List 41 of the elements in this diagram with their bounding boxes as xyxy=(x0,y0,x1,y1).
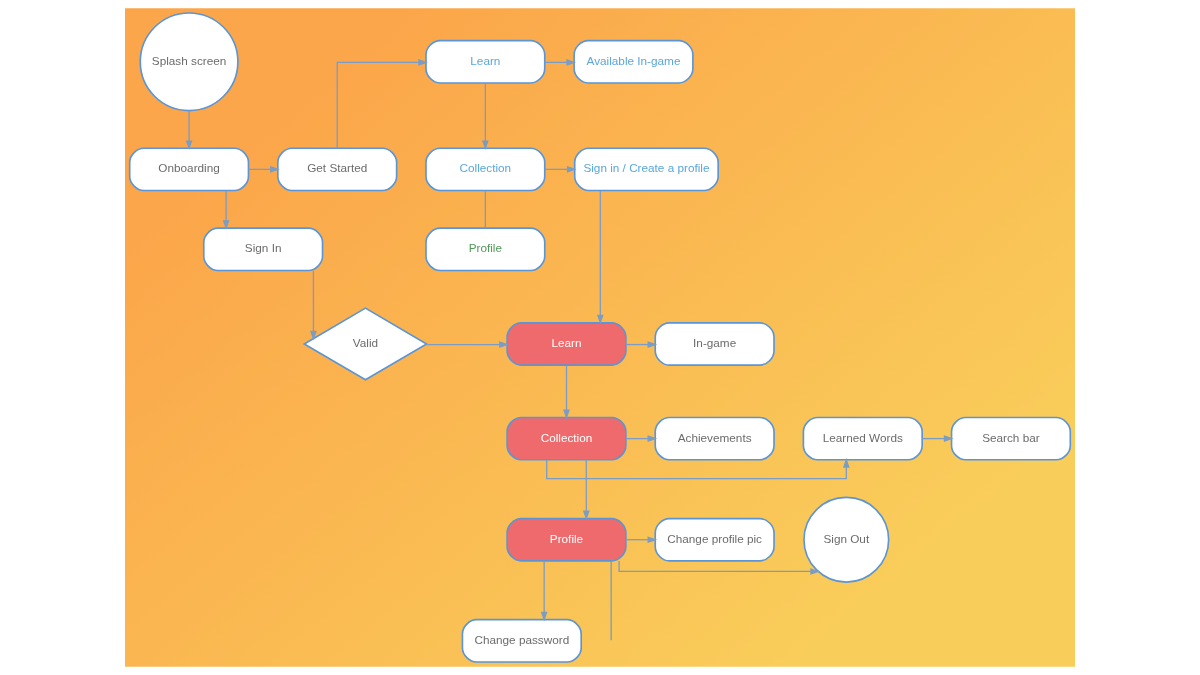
arrow xyxy=(425,341,509,348)
arrow xyxy=(540,560,548,622)
node-box: Get Started xyxy=(277,147,398,192)
arrow xyxy=(596,190,604,325)
node-box: Profile xyxy=(506,517,627,562)
arrow xyxy=(546,458,850,480)
arrow xyxy=(582,459,590,521)
node-box: Sign In xyxy=(202,227,324,272)
node-box: Sign in / Create a profile xyxy=(573,147,719,192)
node-box: Onboarding xyxy=(128,147,250,192)
arrow xyxy=(222,190,230,230)
node-box: Learn xyxy=(425,39,546,84)
arrow xyxy=(625,341,658,348)
arrow xyxy=(625,536,658,544)
arrow xyxy=(247,166,280,173)
node-box: Change profile pic xyxy=(654,517,775,562)
node-diamond: Valid xyxy=(302,307,429,381)
arrow xyxy=(482,82,489,151)
arrow xyxy=(544,166,577,173)
node-box: In-game xyxy=(654,321,775,366)
node-box: Learn xyxy=(506,321,627,366)
arrow xyxy=(310,270,317,341)
node-box: Collection xyxy=(425,147,546,192)
arrow xyxy=(921,435,954,442)
arrow xyxy=(625,435,658,442)
connector xyxy=(484,190,486,229)
arrow xyxy=(336,59,428,149)
node-box: Search bar xyxy=(950,416,1072,461)
node-box: Available In-game xyxy=(573,39,694,84)
connector xyxy=(610,560,612,641)
arrow xyxy=(544,59,577,66)
node-box: Change password xyxy=(461,618,582,663)
arrow xyxy=(618,560,820,575)
arrow xyxy=(185,110,193,151)
node-circle: Sign Out xyxy=(803,496,890,583)
node-box: Achievements xyxy=(654,416,775,461)
arrow xyxy=(563,364,570,420)
node-box: Collection xyxy=(506,416,627,461)
node-box: Profile xyxy=(425,227,546,272)
node-circle: Splash screen xyxy=(139,12,239,112)
node-box: Learned Words xyxy=(802,416,923,461)
